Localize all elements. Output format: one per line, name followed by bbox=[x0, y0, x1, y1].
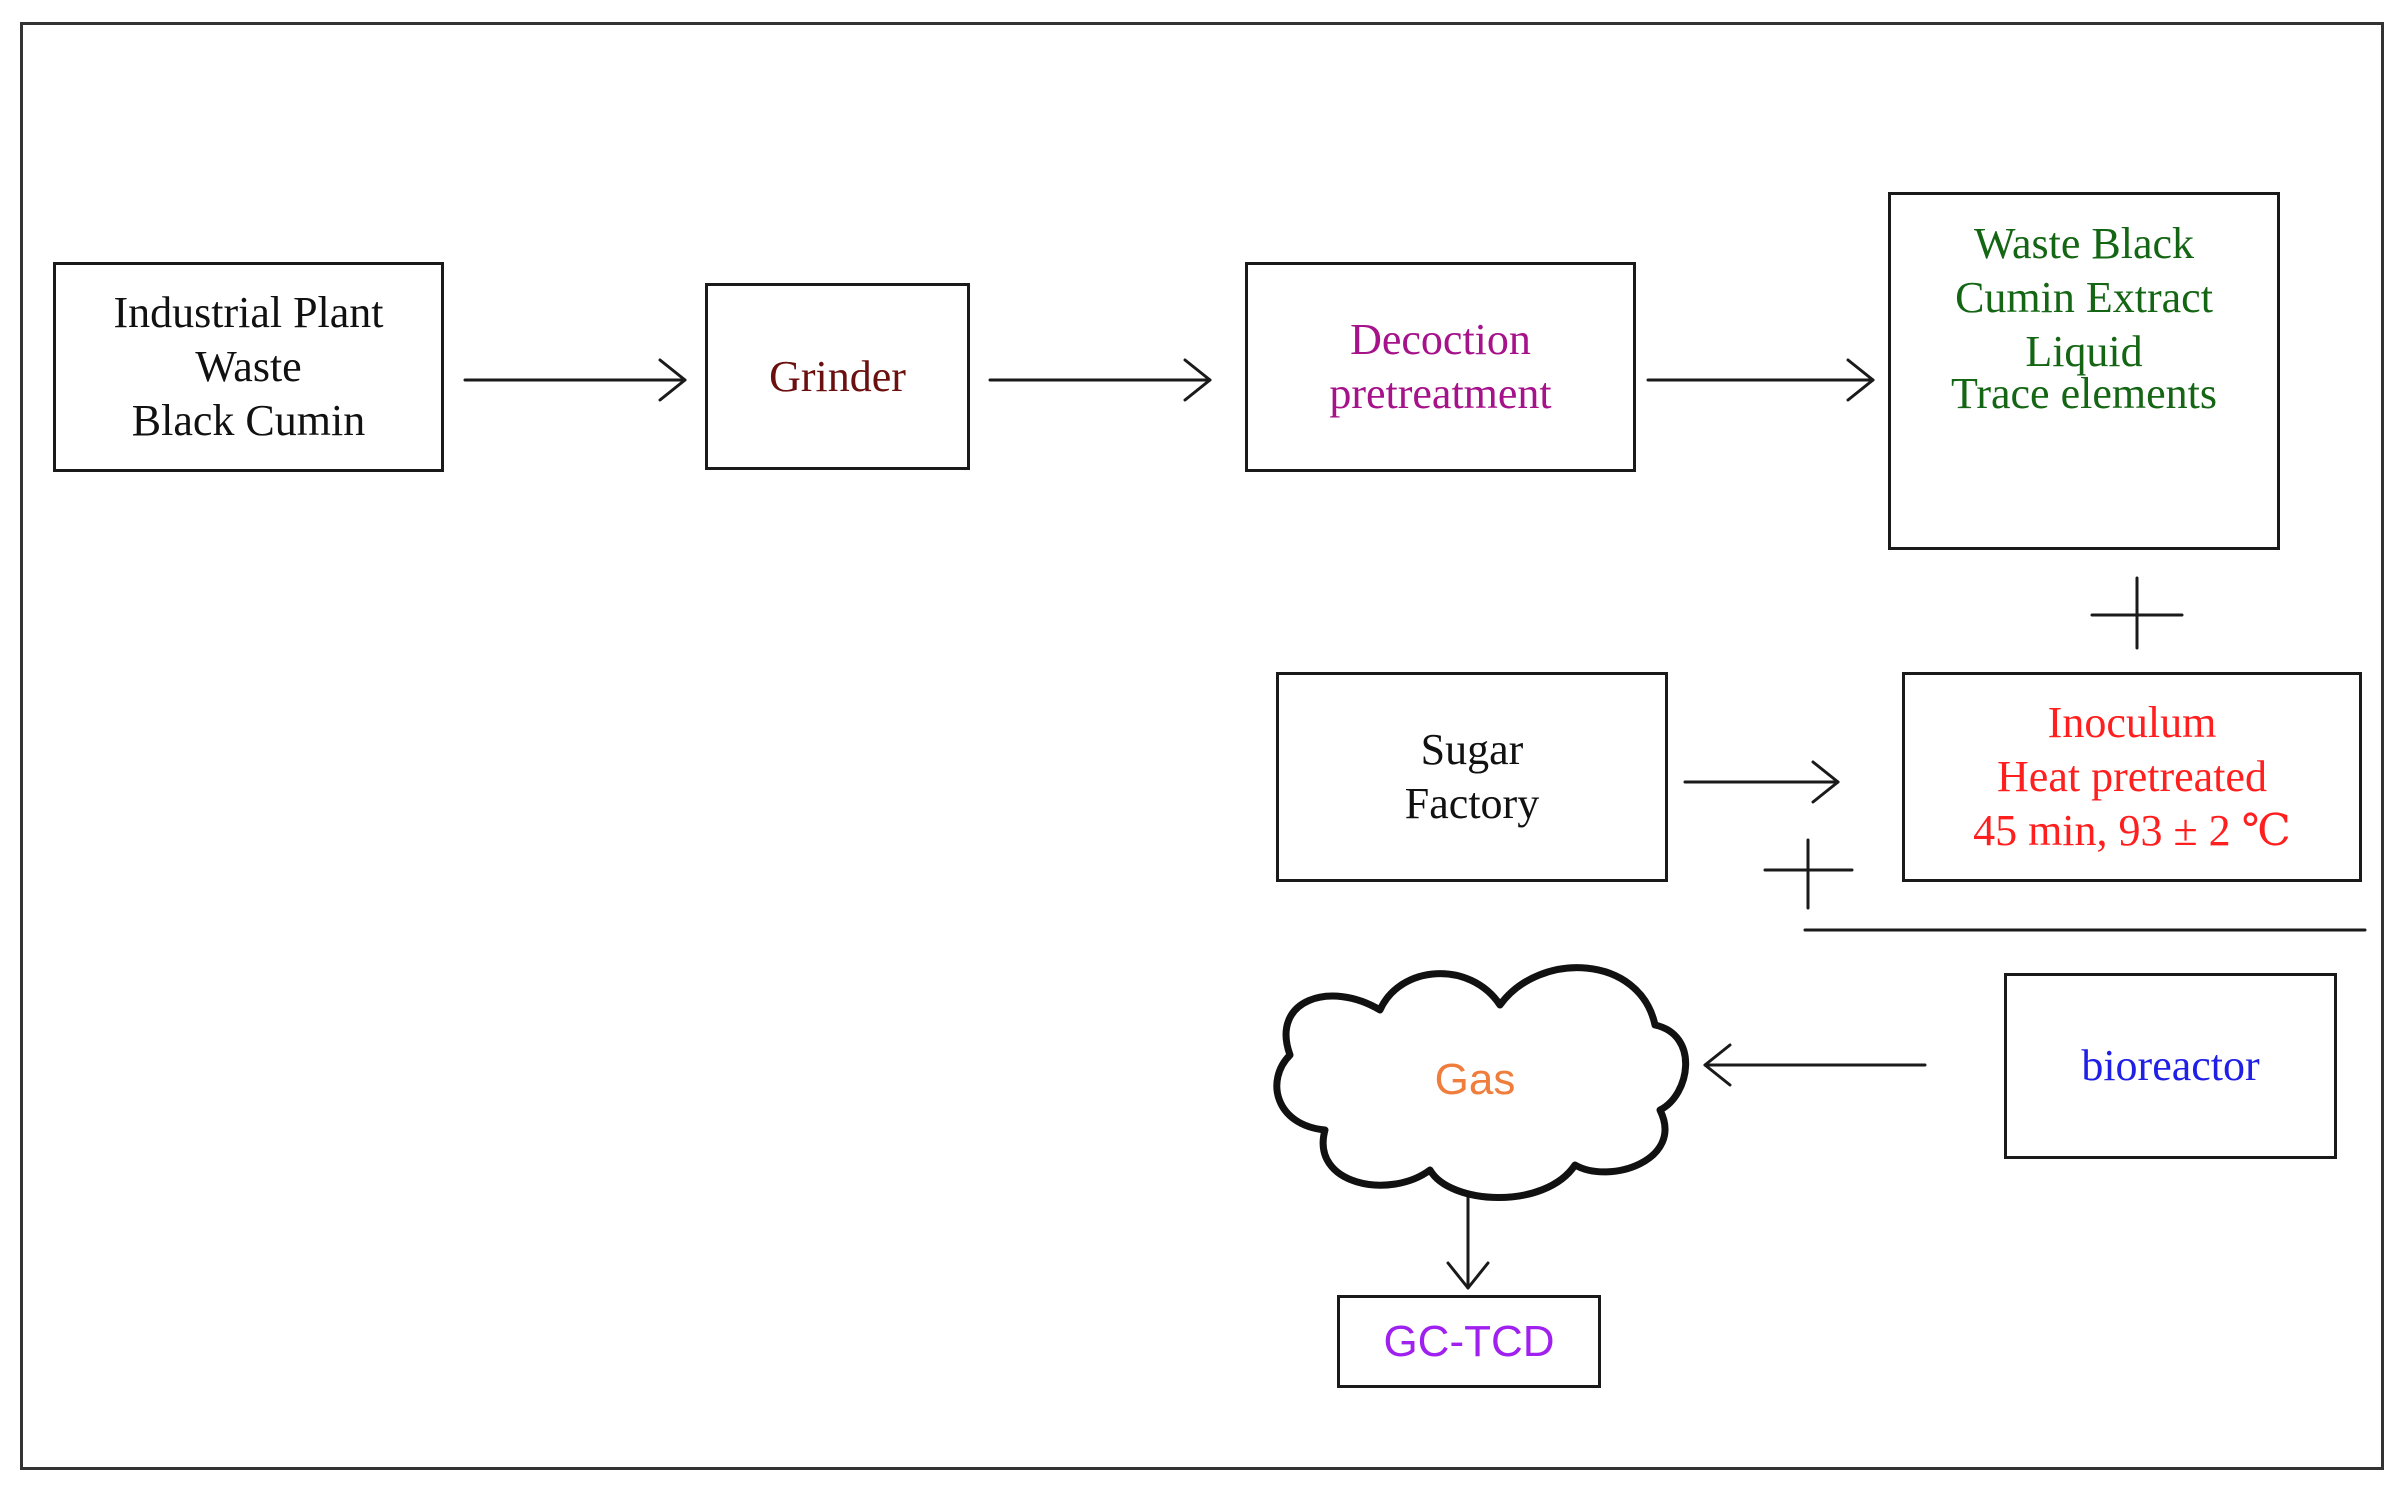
plus-icon-extract-inoculum bbox=[2090, 576, 2184, 650]
plant-waste-box: Industrial Plant Waste Black Cumin bbox=[53, 262, 444, 472]
gc-tcd-label: GC-TCD bbox=[1383, 1316, 1555, 1366]
extract-line-3: Liquid bbox=[2025, 327, 2143, 376]
grinder-box: Grinder bbox=[705, 283, 970, 470]
trace-elements-label: Trace elements bbox=[1951, 369, 2217, 418]
gas-label: Gas bbox=[1434, 1055, 1516, 1104]
arrow-bioreactor-to-gas bbox=[1703, 1043, 1927, 1087]
diagram-frame bbox=[20, 22, 2384, 1470]
inoculum-box: Inoculum Heat pretreated 45 min, 93 ± 2 … bbox=[1902, 672, 2362, 882]
extract-line-1: Waste Black bbox=[1973, 219, 2195, 268]
arrow-grinder-to-decoction bbox=[988, 358, 1212, 402]
inoculum-line-3: 45 min, 93 ± 2 ℃ bbox=[1973, 806, 2291, 855]
plant-waste-line-3: Black Cumin bbox=[131, 396, 366, 445]
plus-icon-sugar-inoculum bbox=[1763, 838, 1854, 910]
gc-tcd-box: GC-TCD bbox=[1337, 1295, 1601, 1388]
decoction-line-1: Decoction bbox=[1350, 315, 1531, 364]
decoction-box: Decoction pretreatment bbox=[1245, 262, 1636, 472]
plant-waste-line-1: Industrial Plant bbox=[113, 288, 384, 337]
extract-line-2: Cumin Extract bbox=[1955, 273, 2213, 322]
cloud-icon bbox=[1273, 964, 1690, 1201]
sugar-line-1: Sugar bbox=[1420, 725, 1524, 774]
bioreactor-box: bioreactor bbox=[2004, 973, 2337, 1159]
sugar-line-2: Factory bbox=[1404, 779, 1540, 828]
extract-box: Waste Black Cumin Extract Liquid Trace e… bbox=[1888, 192, 2280, 550]
sugar-factory-box: Sugar Factory bbox=[1276, 672, 1668, 882]
bioreactor-label: bioreactor bbox=[2081, 1041, 2260, 1090]
arrow-decoction-to-extract bbox=[1646, 358, 1875, 402]
inoculum-line-1: Inoculum bbox=[2047, 698, 2217, 747]
plant-waste-line-2: Waste bbox=[195, 342, 302, 391]
grinder-label: Grinder bbox=[769, 351, 906, 401]
arrow-sugar-to-inoculum bbox=[1683, 760, 1840, 804]
arrow-waste-to-grinder bbox=[463, 358, 687, 402]
inoculum-line-2: Heat pretreated bbox=[1997, 752, 2267, 801]
arrow-gas-to-gctcd bbox=[1446, 1193, 1490, 1290]
decoction-line-2: pretreatment bbox=[1329, 369, 1552, 418]
